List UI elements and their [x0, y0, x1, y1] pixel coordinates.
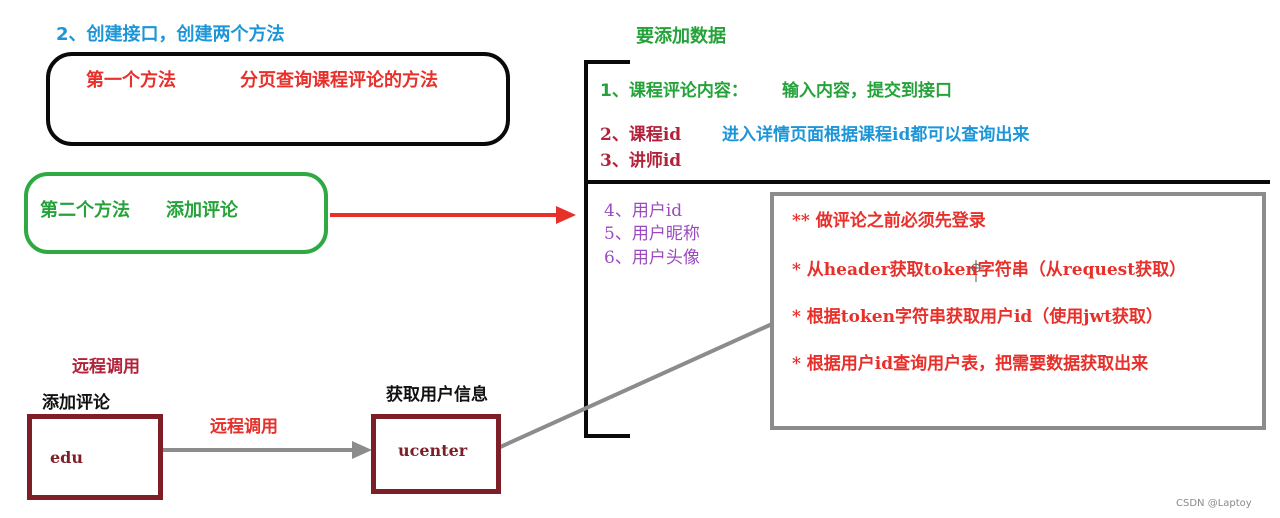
ucenter-service-box	[371, 414, 501, 494]
step-get-token: * 从header获取token字符串（从request获取）	[792, 260, 1187, 280]
data-bracket	[584, 60, 630, 438]
method1-box	[46, 52, 510, 146]
gray-arrow-head	[352, 441, 372, 459]
data-item-teacher-id: 3、讲师id	[600, 151, 682, 171]
remote-call-arrow-label: 远程调用	[210, 417, 278, 437]
red-arrow-head	[556, 206, 576, 224]
step-query-user: * 根据用户id查询用户表，把需要数据获取出来	[792, 354, 1149, 374]
steps-box	[770, 192, 1266, 430]
data-item-comment-content: 1、课程评论内容：	[600, 81, 748, 101]
data-item-user-nickname: 5、用户昵称	[604, 224, 700, 244]
method1-name: 第一个方法	[86, 70, 176, 91]
ucenter-service-label: ucenter	[398, 441, 468, 460]
gray-link-line	[497, 322, 773, 450]
data-item-comment-note: 输入内容，提交到接口	[782, 81, 952, 101]
method2-desc: 添加评论	[166, 200, 238, 221]
add-comment-label: 添加评论	[42, 393, 110, 413]
data-item-course-note: 进入详情页面根据课程id都可以查询出来	[722, 125, 1030, 145]
step-login: ** 做评论之前必须先登录	[792, 211, 986, 231]
remote-call-heading: 远程调用	[72, 357, 140, 377]
data-item-course-id: 2、课程id	[600, 125, 682, 145]
edu-service-label: edu	[50, 448, 83, 467]
method2-box	[24, 172, 328, 254]
step-get-user-id: * 根据token字符串获取用户id（使用jwt获取）	[792, 307, 1163, 327]
diagram-title: 2、创建接口，创建两个方法	[56, 24, 285, 45]
watermark-credit: CSDN @Laptoy	[1176, 498, 1252, 509]
method1-desc: 分页查询课程评论的方法	[240, 70, 438, 91]
edu-service-box	[27, 414, 163, 500]
data-section-title: 要添加数据	[636, 26, 726, 47]
get-user-info-label: 获取用户信息	[386, 385, 488, 405]
data-item-user-id: 4、用户id	[604, 201, 683, 221]
data-item-user-avatar: 6、用户头像	[604, 248, 700, 268]
method2-name: 第二个方法	[40, 200, 130, 221]
crosshair-cursor-icon	[968, 260, 984, 282]
